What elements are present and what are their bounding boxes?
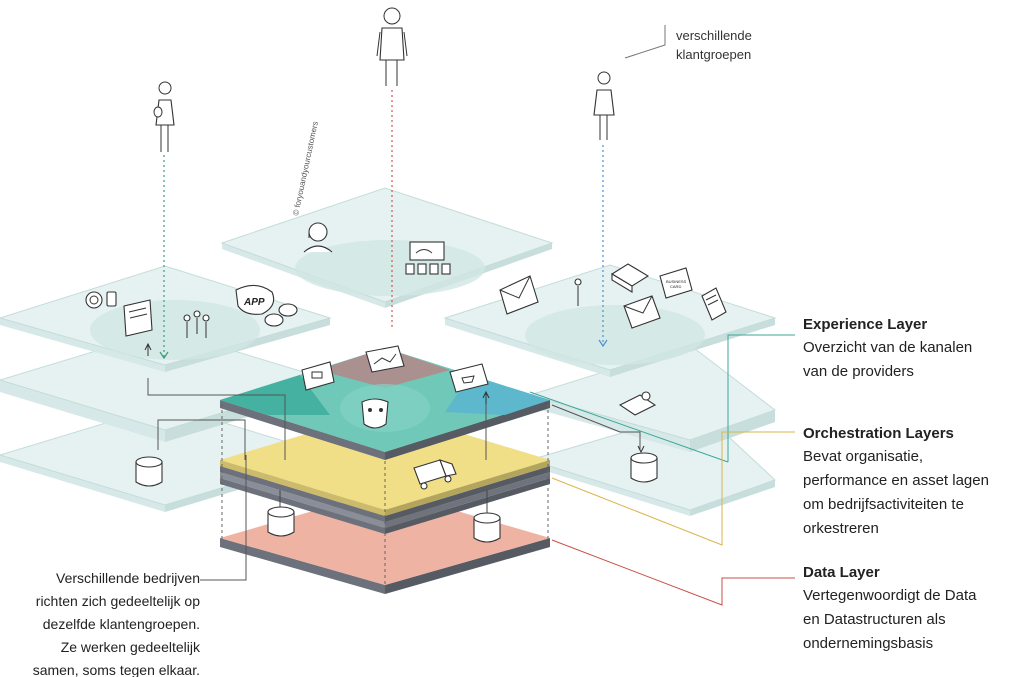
- shopping-cart-card-icon: [449, 363, 489, 393]
- customer-groups-note: verschillende klantgroepen: [676, 26, 752, 64]
- orchestration-layer-desc-2: performance en asset lagen: [803, 472, 989, 489]
- open-envelope-icon: [499, 275, 539, 315]
- business-card-line-1: BUSINESS: [666, 279, 687, 284]
- business-card-line-2: CARD: [670, 284, 681, 289]
- experience-layer-desc-2: van de providers: [803, 363, 914, 380]
- orchestration-layer-title: Orchestration Layers: [803, 425, 954, 442]
- app-badge-icon: APP: [235, 284, 275, 315]
- data-layer-desc-3: ondernemingsbasis: [803, 635, 934, 652]
- database-icon-center-left: [267, 506, 295, 537]
- companies-note-line-5: samen, soms tegen elkaar.: [32, 662, 200, 677]
- orchestration-layer-label: Orchestration Layers Bevat organisatie, …: [803, 423, 1018, 541]
- person-man-center-icon: [376, 7, 408, 86]
- data-layer-title: Data Layer: [803, 564, 880, 581]
- companies-note-line-1: Verschillende bedrijven: [56, 570, 200, 586]
- people-group-icon: [183, 310, 210, 338]
- connector-lines: [147, 378, 641, 525]
- experience-leader-line: [529, 391, 729, 463]
- data-layer-desc-2: en Datastructuren als: [803, 611, 946, 628]
- companies-note-line-4: Ze werken gedeeltelijk: [60, 639, 200, 655]
- business-card-icon: BUSINESS CARD: [659, 267, 693, 299]
- experience-leader-line-2: [727, 334, 795, 462]
- book-icon: [610, 263, 650, 293]
- orchestration-layer-desc-4: orkestreren: [803, 520, 879, 537]
- app-badge-label: APP: [243, 297, 265, 308]
- orchestration-layer-desc-3: om bedrijfsactiviteiten te: [803, 496, 964, 513]
- chat-bubbles-icon: [264, 303, 298, 327]
- experience-layer-title: Experience Layer: [803, 316, 928, 333]
- person-woman-left-icon: [153, 81, 175, 152]
- person-woman-right-icon: [593, 71, 615, 140]
- data-layer-plate: [220, 490, 550, 585]
- document-icon: [123, 299, 153, 337]
- companies-note-line-2: richten zich gedeeltelijk op: [35, 593, 200, 609]
- database-icon-center-right: [473, 512, 501, 543]
- up-arrow-icons: [144, 342, 645, 454]
- customer-groups-line-2: klantgroepen: [676, 47, 752, 62]
- face-mask-icon: [361, 398, 389, 429]
- experience-layer-label: Experience Layer Overzicht van de kanale…: [803, 314, 1018, 384]
- data-layer-label: Data Layer Vertegenwoordigt de Data en D…: [803, 562, 1018, 656]
- data-layer-desc-1: Vertegenwoordigt de Data: [803, 587, 977, 604]
- coin-icon: [85, 291, 103, 309]
- orchestration-leader-line: [551, 431, 795, 546]
- website-card-icon: [301, 361, 335, 391]
- center-stack: [220, 348, 550, 594]
- experience-layer-desc-1: Overzicht van de kanalen: [803, 339, 973, 356]
- smartphone-icon: [106, 291, 117, 307]
- laptop-shop-icon: [618, 391, 657, 416]
- headset-agent-icon: [303, 222, 333, 253]
- orchestration-layer-desc-1: Bevat organisatie,: [803, 448, 924, 465]
- envelope-icon: [623, 295, 661, 329]
- presentation-audience-icon: [405, 241, 451, 275]
- form-document-icon: [701, 287, 727, 321]
- customer-groups-line-1: verschillende: [676, 28, 752, 43]
- graph-card-icon: [365, 345, 405, 373]
- database-icon-left: [135, 456, 163, 487]
- database-icon-right: [630, 452, 658, 483]
- companies-note: Verschillende bedrijven richten zich ged…: [0, 567, 200, 677]
- right-platform-stack: [443, 264, 777, 516]
- companies-note-line-3: dezelfde klantengroepen.: [42, 616, 200, 632]
- person-with-bag-icon: [574, 278, 582, 306]
- delivery-truck-icon: [413, 459, 457, 490]
- left-note-leader-line: [200, 455, 247, 581]
- watermark-text: © foryouandyourcustomers: [291, 120, 320, 216]
- data-leader-line: [551, 539, 795, 606]
- customer-groups-leader-line: [624, 25, 666, 59]
